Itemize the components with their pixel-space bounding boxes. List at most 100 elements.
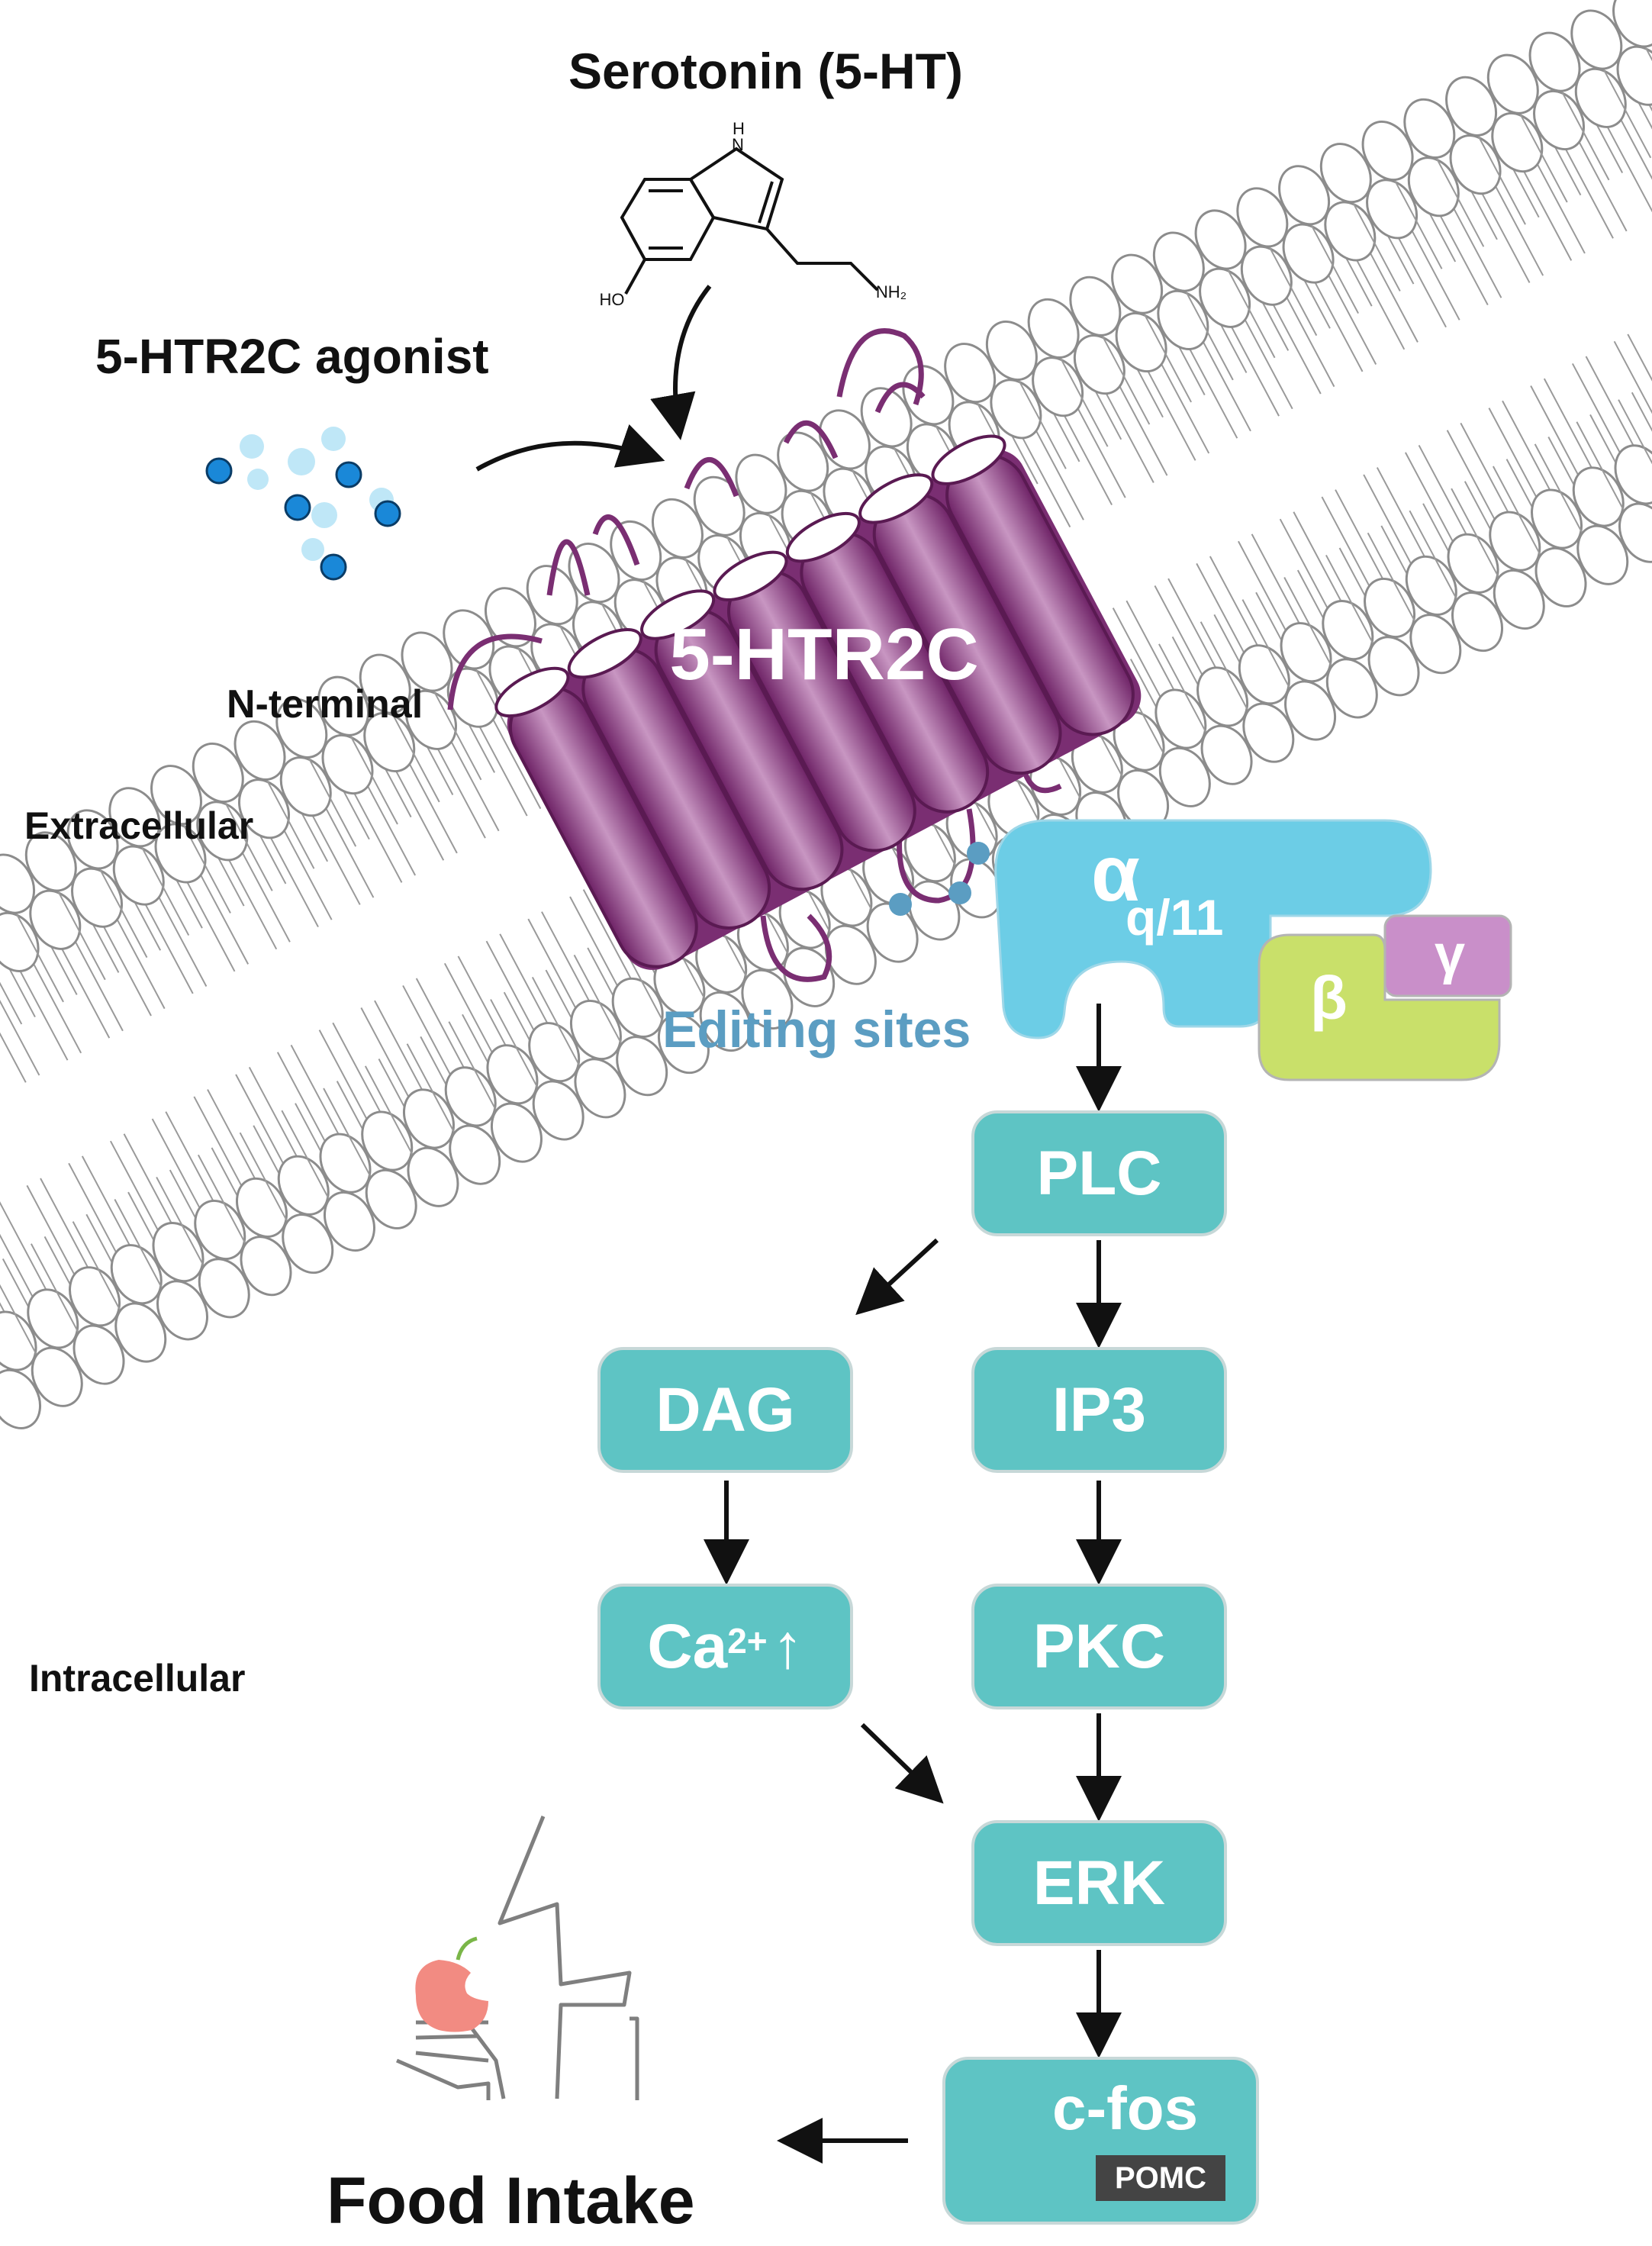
agonist-label: 5-HTR2C agonist [95, 329, 489, 384]
lipid-head [365, 1168, 417, 1229]
lipid-head [1238, 644, 1290, 705]
lipid-head [741, 968, 794, 1030]
cfos-label: c-fos [1052, 2074, 1199, 2142]
lipid-head [526, 565, 578, 626]
lipid-head [1405, 555, 1457, 616]
n-terminal-label: N-terminal [227, 682, 423, 727]
lipid-head [194, 1199, 246, 1260]
lipid-head [150, 765, 203, 826]
lipid-head [317, 675, 369, 736]
lipid-head [990, 379, 1042, 440]
agonist-particles [205, 427, 401, 581]
food-intake-label: Food Intake [327, 2164, 695, 2238]
lipid-head [449, 1124, 501, 1185]
lipid-head [24, 831, 77, 892]
lipid-head [1069, 276, 1122, 337]
lipid-head [114, 1302, 167, 1363]
lipid-head [1032, 356, 1084, 417]
lipid-head [31, 1346, 83, 1407]
lipid-head [402, 1088, 455, 1149]
lipid-head [1073, 334, 1125, 395]
serotonin-arrow [650, 285, 712, 440]
lipid-head [569, 999, 622, 1061]
lipid-head [1367, 636, 1420, 697]
arrow-ca-to-erk [860, 1722, 944, 1804]
node-pkc: PKC [971, 1584, 1227, 1709]
lipid-head [651, 498, 704, 559]
lipid-head [1115, 312, 1167, 373]
lipid-head [363, 711, 416, 772]
lipid-head [611, 977, 664, 1038]
lipid-head [616, 1036, 668, 1097]
lipid-head [485, 587, 536, 648]
lipid-head [1445, 76, 1498, 137]
lipid-head [1322, 600, 1374, 661]
lipid-head [1407, 156, 1460, 218]
editing-sites-label: Editing sites [662, 1001, 971, 1059]
molecule-ho-label: HO [600, 290, 625, 309]
lipid-head [1111, 253, 1164, 314]
g-alpha-label: α [1091, 830, 1140, 918]
lipid-head [1534, 546, 1587, 607]
lipid-head [0, 853, 36, 914]
lipid-head [1280, 622, 1332, 683]
lipid-head [1614, 444, 1652, 505]
lipid-head [282, 1213, 334, 1274]
molecule-h-label: H [733, 119, 745, 138]
lipid-head [902, 365, 955, 426]
lipid-head [657, 1013, 710, 1075]
receptor-loops [447, 328, 1062, 982]
lipid-head [1576, 524, 1629, 585]
lipid-head [1572, 466, 1625, 527]
ca-superscript: 2+ [727, 1620, 768, 1661]
lipid-tail [1613, 334, 1652, 414]
lipid-head [1319, 143, 1372, 204]
lipid-head [443, 609, 495, 670]
node-erk: ERK [971, 1820, 1227, 1946]
lipid-head [321, 734, 374, 795]
lipid-head [319, 1133, 372, 1194]
lipid-head [1364, 577, 1416, 638]
lipid-head [152, 1222, 204, 1283]
g-protein-complex [994, 819, 1512, 1081]
lipid-head [156, 1280, 208, 1341]
lipid-head [735, 453, 787, 514]
lipid-head [1528, 31, 1581, 92]
lipid-head [238, 778, 290, 839]
lipid-head [236, 1177, 288, 1238]
lipid-head [1447, 533, 1499, 594]
lipid-head [407, 1146, 459, 1207]
g-gamma-subunit [1383, 914, 1512, 997]
lipid-head [1612, 0, 1652, 48]
lipid-head [108, 787, 161, 848]
helix-5 [785, 511, 990, 814]
lipid-head [279, 756, 332, 817]
lipid-head [198, 1258, 250, 1319]
lipid-head [29, 889, 82, 950]
agonist-arrow [475, 424, 665, 472]
person-eating-icon [395, 1816, 637, 2100]
lipid-head [860, 387, 913, 448]
ca-label: Ca [647, 1611, 728, 1681]
lipid-head [1284, 680, 1337, 741]
g-alpha-subunit [994, 819, 1432, 1039]
lipid-head [72, 1324, 125, 1385]
lipid-head [1158, 746, 1211, 807]
pomc-label: POMC [1096, 2155, 1225, 2201]
molecule-n-label: N [732, 135, 744, 154]
lipid-head [324, 1191, 375, 1252]
lipid-head [1324, 201, 1377, 262]
lipid-head [196, 801, 249, 862]
g-alpha-subscript: q/11 [1125, 889, 1223, 946]
apple-icon [415, 1936, 488, 2032]
lipid-head [444, 1066, 497, 1127]
lipid-head [1242, 702, 1295, 763]
lipid-head [1027, 298, 1080, 359]
g-gamma-label: γ [1435, 924, 1465, 985]
helix-2 [567, 628, 771, 930]
lipid-head [1240, 245, 1293, 306]
lipid-head [568, 543, 620, 604]
helix-1 [494, 666, 698, 968]
helix-6 [858, 473, 1062, 775]
